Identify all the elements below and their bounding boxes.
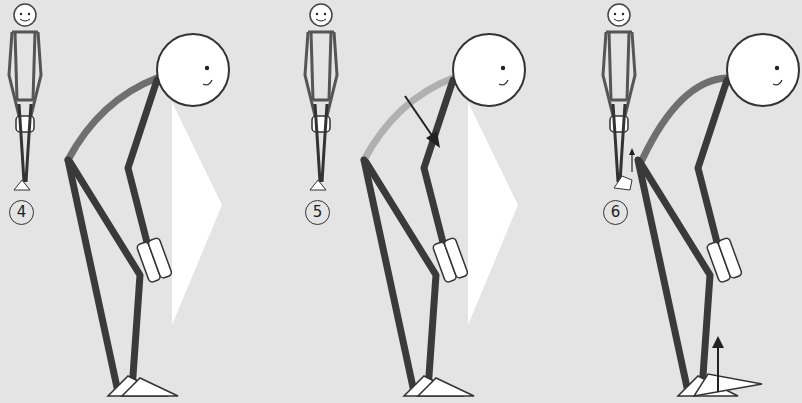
raised-foot xyxy=(614,176,632,190)
side-figure xyxy=(638,34,799,392)
front-figure xyxy=(305,4,337,182)
raised-foot xyxy=(694,374,762,396)
pointer-arrow xyxy=(405,96,433,137)
foot xyxy=(14,180,30,190)
arrowhead xyxy=(629,148,635,155)
lift-arrow xyxy=(717,346,719,392)
arrowhead xyxy=(426,131,440,148)
front-figure xyxy=(9,4,41,182)
callout-text: 4 xyxy=(17,205,27,220)
foot xyxy=(310,180,326,190)
callout-number: 4 xyxy=(9,200,34,225)
callout-text: 5 xyxy=(313,205,323,220)
feet xyxy=(404,376,474,396)
front-figure xyxy=(603,4,635,182)
side-figure xyxy=(68,34,229,392)
direction-wedge xyxy=(468,102,518,325)
direction-wedge xyxy=(172,102,222,325)
feet xyxy=(108,376,178,396)
callout-text: 6 xyxy=(611,205,621,220)
callout-number: 5 xyxy=(305,200,330,225)
callout-number: 6 xyxy=(603,200,628,225)
side-figure xyxy=(364,34,525,392)
arrowhead xyxy=(712,336,724,348)
